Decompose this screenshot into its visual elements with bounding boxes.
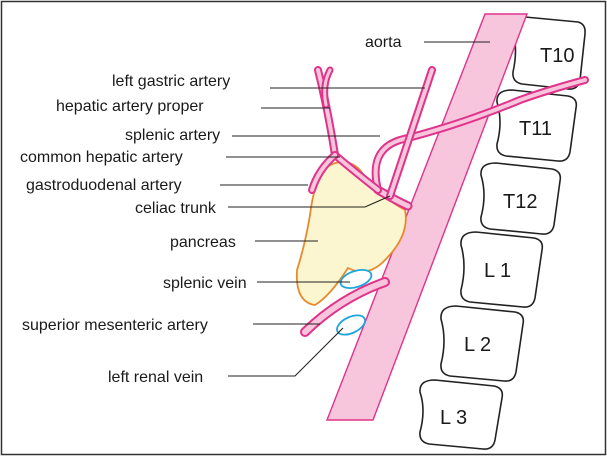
- vertebra-label: L 3: [440, 407, 467, 429]
- label-superior-mesenteric-artery: superior mesenteric artery: [22, 317, 208, 334]
- label-splenic-artery: splenic artery: [125, 127, 220, 144]
- label-celiac-trunk: celiac trunk: [135, 200, 217, 217]
- label-splenic-vein: splenic vein: [163, 275, 247, 292]
- label-hepatic-artery-proper: hepatic artery proper: [56, 98, 204, 115]
- vertebra-label: T12: [503, 191, 537, 213]
- label-pancreas: pancreas: [170, 234, 236, 251]
- vertebra-label: T11: [519, 118, 552, 140]
- vertebra-label: L 1: [484, 260, 511, 282]
- label-left-gastric-artery: left gastric artery: [112, 73, 230, 90]
- label-aorta: aorta: [365, 34, 402, 51]
- vertebra-label: L 2: [464, 334, 491, 356]
- vertebra-label: T10: [540, 45, 574, 67]
- label-gastroduodenal-artery: gastroduodenal artery: [26, 177, 182, 194]
- label-common-hepatic-artery: common hepatic artery: [20, 149, 183, 166]
- label-left-renal-vein: left renal vein: [108, 369, 203, 386]
